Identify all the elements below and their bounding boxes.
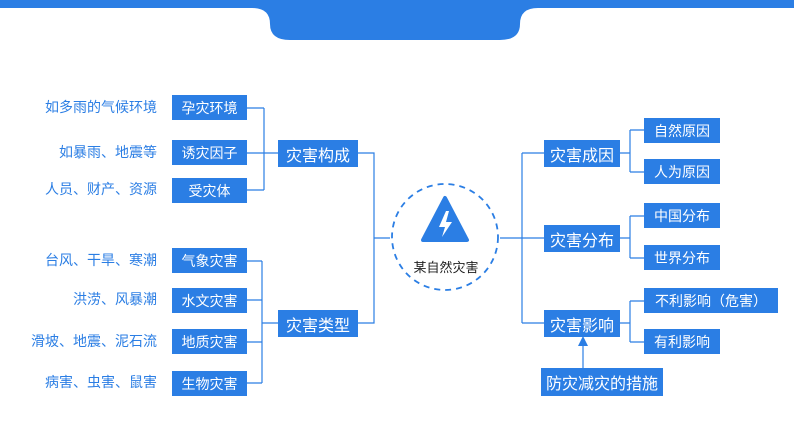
distribution-bracket (620, 215, 644, 259)
node-inducing-factor[interactable]: 诱灾因子 (172, 140, 247, 165)
node-biological[interactable]: 生物灾害 (172, 371, 247, 396)
causes-bracket (620, 129, 644, 173)
node-affected-body[interactable]: 受灾体 (172, 178, 247, 203)
center-label: 某自然灾害 (413, 261, 479, 276)
node-pregnant-environment[interactable]: 孕灾环境 (172, 95, 247, 120)
node-distribution[interactable]: 灾害分布 (544, 225, 620, 252)
note-pregnant-environment: 如多雨的气候环境 (45, 100, 157, 116)
node-adverse-impact[interactable]: 不利影响（危害） (644, 288, 778, 313)
note-inducing-factor: 如暴雨、地震等 (59, 145, 157, 161)
left-trunk (358, 152, 390, 324)
node-beneficial-impact[interactable]: 有利影响 (644, 329, 720, 354)
types-bracket (236, 260, 278, 384)
node-world-distribution[interactable]: 世界分布 (644, 245, 720, 270)
node-geological[interactable]: 地质灾害 (172, 329, 247, 354)
node-types[interactable]: 灾害类型 (278, 310, 358, 337)
node-composition[interactable]: 灾害构成 (278, 140, 358, 167)
top-banner (0, 0, 794, 40)
impact-bracket (620, 300, 644, 343)
right-trunk (500, 152, 544, 324)
node-measures[interactable]: 防灾减灾的措施 (541, 368, 663, 396)
composition-bracket (236, 107, 278, 191)
note-geological: 滑坡、地震、泥石流 (31, 334, 157, 350)
node-china-distribution[interactable]: 中国分布 (644, 203, 720, 228)
note-affected-body: 人员、财产、资源 (45, 182, 157, 198)
note-biological: 病害、虫害、鼠害 (45, 375, 157, 391)
node-hydrological[interactable]: 水文灾害 (172, 288, 247, 313)
lightning-icon (439, 211, 452, 237)
node-natural-cause[interactable]: 自然原因 (644, 118, 720, 143)
note-hydrological: 洪涝、风暴潮 (73, 292, 157, 308)
node-meteorological[interactable]: 气象灾害 (172, 248, 247, 273)
node-impact[interactable]: 灾害影响 (544, 310, 620, 337)
node-human-cause[interactable]: 人为原因 (644, 159, 720, 184)
measures-arrow-head (578, 336, 588, 346)
note-meteorological: 台风、干旱、寒潮 (45, 253, 157, 269)
center-dashed-circle (391, 183, 499, 291)
node-causes[interactable]: 灾害成因 (544, 140, 620, 167)
